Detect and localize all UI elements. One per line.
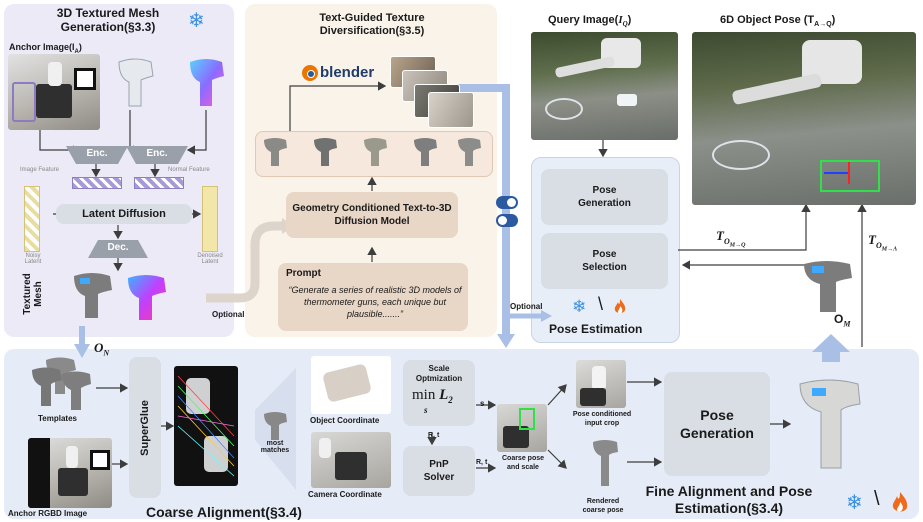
variant-object-1 [262,136,288,173]
feature-matches-image [174,366,238,486]
textured-mesh-label: Textured Mesh [22,273,44,315]
om-object [800,258,854,314]
image-feature-label: Image Feature [20,167,60,173]
fire-icon [892,492,908,514]
most-matches-label: most matches [260,440,290,454]
fine-pose-generation-box: Pose Generation [664,372,770,476]
decoder: Dec. [88,240,148,258]
anchor-rgbd-photo [28,438,112,508]
prompt-text: “Generate a series of realistic 3D model… [288,285,462,319]
rt-label-horizontal: R, t [476,459,488,466]
switch-toggle-icon [496,196,518,230]
prompt-title: Prompt [286,268,321,279]
optional-label-right: Optional [510,302,543,311]
anchor-image-photo [8,54,100,130]
query-image-label: Query Image(IQ) [548,14,632,29]
texture-photo-4 [428,92,474,128]
scale-objective: min L2 [412,387,453,405]
mesh-generation-title: 3D Textured Mesh Generation(§3.3) [56,6,160,34]
variant-object-5 [456,136,482,173]
pose-conditioned-label: Pose conditioned input crop [572,411,632,427]
normal-encoder: Enc. [126,146,188,164]
camera-coordinate-plot [311,432,391,488]
coarse-pose-scale-label: Coarse pose and scale [501,455,545,471]
anchor-rgbd-label: Anchor RGBD Image [8,509,88,518]
scale-optimization-label: Scale Optmization [415,364,463,383]
pose-selection-box: Pose Selection [541,233,668,289]
6d-pose-title: 6D Object Pose (TA→Q) [720,14,836,29]
transform-om-to-q-label: TOM→Q [716,228,746,249]
coarse-pose-scale-image [497,404,547,452]
pose-estimation-label: Pose Estimation [549,322,643,336]
scale-objective-sub: s [424,405,428,415]
pnp-solver-box: PnP Solver [403,446,475,496]
snowflake-icon: ❄ [846,492,863,514]
variant-object-3 [362,136,388,173]
normal-feature-label: Normal Feature [168,167,210,173]
snowflake-icon: ❄ [572,297,587,316]
camera-coordinate-label: Camera Coordinate [308,490,382,499]
denoised-latent-label: Denoised Latent [197,253,223,265]
coarse-alignment-title: Coarse Alignment(§3.4) [146,504,302,520]
slash-divider-icon: \ [598,294,604,314]
blender-logo: blender [302,64,374,81]
fine-alignment-title: Fine Alignment and Pose Estimation(§3.4) [645,483,813,516]
templates-image [28,354,92,412]
noisy-latent-label: Noisy Latent [24,253,42,265]
prompt-box [278,263,468,331]
geometry-diffusion-model-box: Geometry Conditioned Text-to-3D Diffusio… [286,192,458,238]
variant-object-4 [412,136,438,173]
scale-output-label: s [480,399,485,408]
rendered-coarse-object [590,438,620,493]
variant-object-2 [312,136,338,173]
rt-label-vertical: R, t [428,432,440,439]
templates-label: Templates [38,414,77,423]
query-image-photo [531,32,678,140]
rendered-coarse-label: Rendered coarse pose [582,498,624,514]
optional-label-left: Optional [212,310,245,319]
pose-conditioned-crop [576,360,626,408]
image-encoder: Enc. [66,146,128,164]
6d-pose-photo [692,32,916,205]
blender-icon [302,64,318,81]
fire-icon [614,299,626,315]
anchor-image-label: Anchor Image(IA) [9,42,82,55]
om-label: OM [834,312,851,329]
object-coordinate-label: Object Coordinate [310,416,380,425]
noisy-latent-bar [24,186,40,252]
texture-diversification-title: Text-Guided Texture Diversification(§3.5… [319,12,425,37]
normal-map-object [186,56,226,110]
image-feature-bar [72,177,122,189]
transform-om-to-a-label: TOM→A [868,232,898,253]
normal-feature-bar [134,177,184,189]
pose-generation-box: Pose Generation [541,169,668,225]
denoised-latent-bar [202,186,218,252]
textured-mesh-normal [124,272,168,322]
slash-divider-icon: \ [874,488,880,510]
anchor-object-crop [115,56,155,110]
scale-optimization-box [403,360,475,426]
on-label: ON [94,340,110,358]
superglue-box: SuperGlue [129,357,161,498]
latent-diffusion-box: Latent Diffusion [56,204,192,224]
fine-output-object [796,376,862,472]
snowflake-icon: ❄ [188,10,205,32]
object-coordinate-plot [311,356,391,414]
textured-mesh-gray [70,270,114,320]
matched-object [262,410,288,447]
pose-bounding-box [820,160,880,192]
